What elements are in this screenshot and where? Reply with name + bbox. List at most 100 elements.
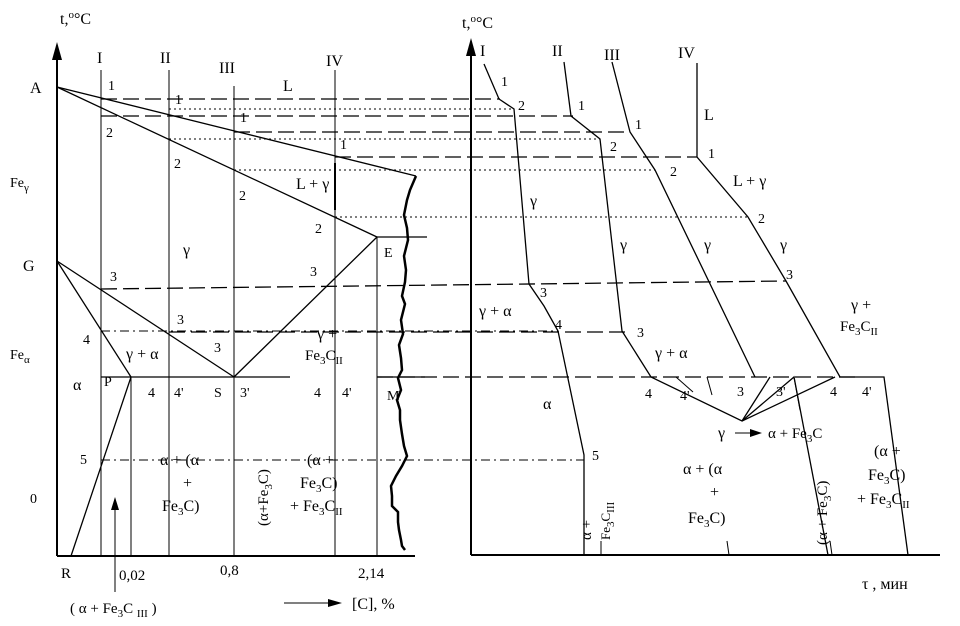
column-label-III: III bbox=[219, 60, 235, 77]
r-phase-gamma-plus-fe3c: γ + bbox=[850, 297, 871, 314]
cooling-tie-5 bbox=[793, 376, 801, 411]
num-I-3: 3 bbox=[110, 270, 117, 285]
num-IV-4: 4 bbox=[314, 386, 321, 401]
structure-hypo-line3: Fe3C) bbox=[162, 498, 200, 518]
phase-L-plus-gamma: L + γ bbox=[296, 176, 329, 193]
num-II-3: 3 bbox=[177, 313, 184, 328]
r-phase-gamma-plus-alpha-2: γ + α bbox=[654, 345, 688, 362]
structure-eutectoid-vertical: (α+Fe3C) bbox=[256, 469, 275, 526]
note-arrow-head bbox=[111, 497, 119, 510]
r-structure-I-line2: Fe3CIII bbox=[598, 502, 617, 540]
r-structure-IV-line1: (α + bbox=[874, 443, 901, 460]
r-num-III-3: 3 bbox=[737, 385, 744, 400]
x-tick-0-8: 0,8 bbox=[220, 563, 239, 579]
left-x-axis-label: [C], % bbox=[352, 596, 395, 613]
num-IV-2: 2 bbox=[315, 222, 322, 237]
r-num-I-3: 3 bbox=[540, 286, 547, 301]
x-label-arrow-head bbox=[328, 599, 342, 607]
cooling-tie-1 bbox=[741, 376, 771, 422]
r-num-II-2: 2 bbox=[610, 140, 617, 155]
cooling-tie-8 bbox=[829, 540, 833, 556]
r-phase-fe3c-ii: Fe3CII bbox=[840, 319, 878, 338]
structure-hypo-line1: α + (α bbox=[160, 452, 200, 469]
num-III-3p: 3' bbox=[240, 386, 250, 401]
r-num-III-2: 2 bbox=[670, 165, 677, 180]
r-phase-alpha: α bbox=[543, 396, 552, 413]
r-num-I-4: 4 bbox=[555, 318, 562, 333]
r-num-II-3: 3 bbox=[637, 326, 644, 341]
r-structure-II-line1: α + (α bbox=[683, 461, 723, 478]
column-label-I: I bbox=[97, 50, 102, 67]
point-R: R bbox=[61, 566, 71, 582]
r-structure-II-line2: + bbox=[710, 484, 719, 501]
num-II-4: 4 bbox=[148, 386, 155, 401]
cooling-tie-3 bbox=[675, 376, 694, 393]
cooling-curve-IV bbox=[696, 63, 909, 556]
r-structure-II-line3: Fe3C) bbox=[688, 510, 726, 530]
num-IV-1: 1 bbox=[340, 138, 347, 153]
x-tick-0-02: 0,02 bbox=[119, 568, 145, 584]
phase-alpha: α bbox=[73, 377, 82, 394]
phase-diagram-panel: t,o°C A G E P S M R Feγ Feα 0 I II III I… bbox=[10, 9, 860, 620]
r-num-IV-1: 1 bbox=[708, 147, 715, 162]
r-num-IV-4p: 4' bbox=[862, 385, 872, 400]
num-I-5: 5 bbox=[80, 453, 87, 468]
num-II-2: 2 bbox=[174, 157, 181, 172]
r-phase-gamma-2: γ bbox=[619, 237, 627, 254]
point-E: E bbox=[384, 246, 393, 261]
r-num-I-1: 1 bbox=[501, 75, 508, 90]
line-ES bbox=[233, 236, 378, 378]
structure-hypo-line2: + bbox=[183, 475, 192, 492]
fe-gamma-mark: Feγ bbox=[10, 176, 29, 194]
r-structure-I-line1: α + bbox=[579, 520, 595, 540]
x-tick-2-14: 2,14 bbox=[358, 566, 385, 582]
r-structure-III-vertical: (α + Fe3C) bbox=[815, 481, 834, 545]
cooling-curve-II bbox=[563, 61, 829, 556]
structure-hyper-line2: Fe3C) bbox=[300, 475, 338, 495]
cooling-tie-4 bbox=[706, 376, 713, 396]
structure-hyper-line1: (α + bbox=[307, 452, 334, 469]
r-phase-gamma-4: γ bbox=[779, 237, 787, 254]
phase-gamma-plus-alpha: γ + α bbox=[125, 346, 159, 363]
r-reaction-product: α + Fe3C bbox=[768, 426, 822, 445]
r-reaction-gamma: γ bbox=[717, 425, 725, 442]
r-structure-IV-line2: Fe3C) bbox=[868, 467, 906, 487]
r-num-II-1: 1 bbox=[578, 99, 585, 114]
r-phase-gamma-plus-alpha-1: γ + α bbox=[478, 303, 512, 320]
right-y-axis-label: t,o°C bbox=[462, 13, 493, 32]
num-II-4p: 4' bbox=[174, 386, 184, 401]
num-IV-3: 3 bbox=[310, 265, 317, 280]
structure-hyper-line3: + Fe3CII bbox=[290, 498, 343, 518]
cooling-curve-III bbox=[611, 61, 756, 378]
r-num-I-2: 2 bbox=[518, 99, 525, 114]
num-II-1: 1 bbox=[175, 93, 182, 108]
r-phase-L: L bbox=[704, 107, 714, 124]
r-reaction-arrow-head bbox=[750, 429, 762, 437]
phase-gamma: γ bbox=[182, 242, 190, 259]
curve-label-I: I bbox=[480, 43, 485, 60]
r-structure-IV-line3: + Fe3CII bbox=[857, 491, 910, 511]
line-GS bbox=[56, 260, 235, 378]
left-y-axis-arrow bbox=[52, 42, 62, 60]
curve-label-III: III bbox=[604, 47, 620, 64]
r-phase-gamma-1: γ bbox=[529, 193, 537, 210]
right-y-axis-arrow bbox=[466, 38, 476, 56]
fe-alpha-mark: Feα bbox=[10, 348, 30, 366]
point-S: S bbox=[214, 386, 222, 401]
num-III-2: 2 bbox=[239, 189, 246, 204]
bottom-note: ( α + Fe3C III ) bbox=[70, 601, 157, 620]
left-y-axis-label: t,o°C bbox=[60, 9, 91, 28]
phase-gamma-plus-fe3c: γ + bbox=[316, 326, 337, 343]
line-GP bbox=[56, 260, 132, 378]
cooling-tie-7 bbox=[726, 540, 730, 556]
r-num-II-4p: 4' bbox=[680, 389, 690, 404]
column-label-IV: IV bbox=[326, 53, 343, 70]
num-IV-4p: 4' bbox=[342, 386, 352, 401]
right-x-axis-label: τ , мин bbox=[862, 576, 908, 593]
r-num-IV-2: 2 bbox=[758, 212, 765, 227]
point-G: G bbox=[23, 258, 35, 275]
cooling-curves-panel: t,o°C τ , мин I II III IV 1 2 3 4 5 1 2 … bbox=[462, 13, 940, 593]
num-I-1: 1 bbox=[108, 79, 115, 94]
cooling-curve-I bbox=[483, 63, 585, 555]
num-III-3: 3 bbox=[214, 341, 221, 356]
